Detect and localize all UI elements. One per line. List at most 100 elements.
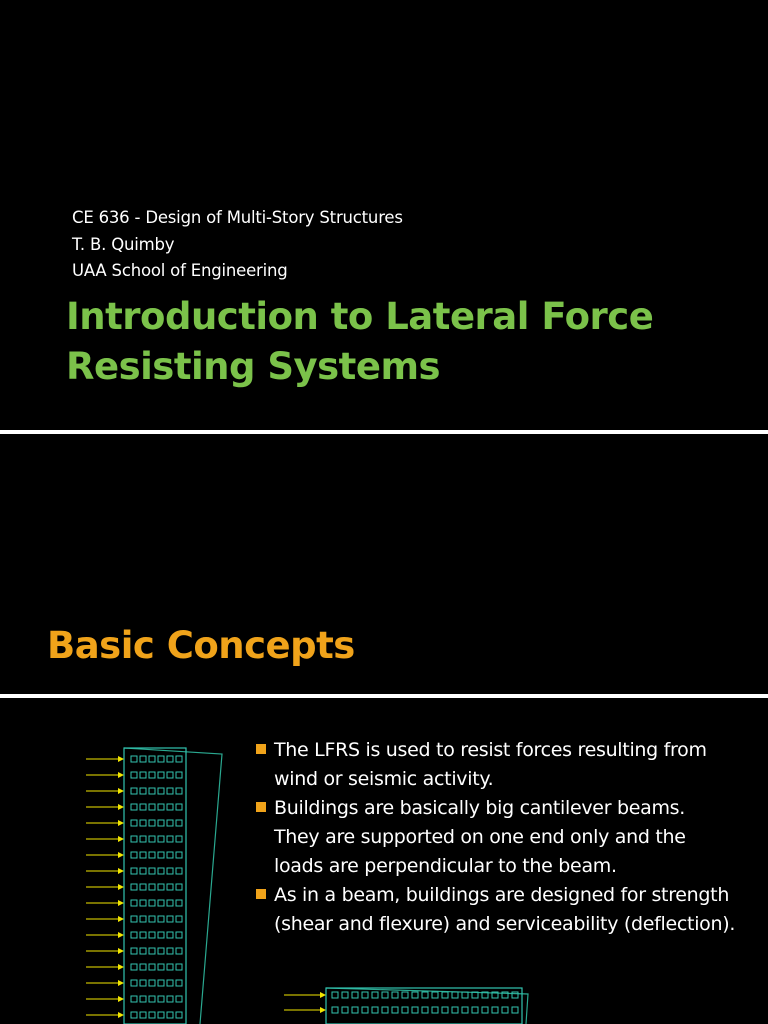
window bbox=[451, 991, 459, 999]
arrow-icon bbox=[118, 804, 124, 810]
window bbox=[148, 995, 156, 1003]
window bbox=[130, 851, 138, 859]
window bbox=[130, 883, 138, 891]
slide-divider bbox=[0, 430, 768, 434]
window bbox=[166, 915, 174, 923]
window bbox=[166, 899, 174, 907]
presentation-title: Introduction to Lateral Force Resisting … bbox=[66, 292, 654, 392]
arrow-icon bbox=[118, 932, 124, 938]
bullet-list: The LFRS is used to resist forces result… bbox=[256, 736, 736, 939]
arrow-icon bbox=[118, 916, 124, 922]
window bbox=[139, 947, 147, 955]
course-info: CE 636 - Design of Multi-Story Structure… bbox=[72, 205, 403, 285]
window bbox=[411, 991, 419, 999]
window bbox=[175, 899, 183, 907]
window bbox=[471, 1006, 479, 1014]
window bbox=[139, 915, 147, 923]
author-name: T. B. Quimby bbox=[72, 234, 175, 254]
bullet-text: As in a beam, buildings are designed for… bbox=[274, 884, 736, 935]
window bbox=[157, 867, 165, 875]
bullet-item: Buildings are basically big cantilever b… bbox=[256, 794, 736, 881]
window bbox=[391, 1006, 399, 1014]
window bbox=[411, 1006, 419, 1014]
window bbox=[175, 979, 183, 987]
window bbox=[175, 803, 183, 811]
window bbox=[130, 787, 138, 795]
window bbox=[130, 947, 138, 955]
window bbox=[381, 991, 389, 999]
window bbox=[166, 867, 174, 875]
window bbox=[166, 851, 174, 859]
window bbox=[130, 867, 138, 875]
title-line-1: Introduction to Lateral Force bbox=[66, 295, 654, 338]
window bbox=[130, 995, 138, 1003]
window bbox=[511, 991, 519, 999]
window bbox=[148, 867, 156, 875]
arrow-icon bbox=[118, 884, 124, 890]
window bbox=[139, 819, 147, 827]
window bbox=[148, 1011, 156, 1019]
content-slide: The LFRS is used to resist forces result… bbox=[0, 698, 768, 1024]
window bbox=[157, 995, 165, 1003]
window bbox=[175, 947, 183, 955]
window bbox=[139, 867, 147, 875]
window bbox=[130, 803, 138, 811]
window bbox=[166, 963, 174, 971]
window bbox=[157, 771, 165, 779]
window bbox=[157, 755, 165, 763]
window bbox=[175, 995, 183, 1003]
bullet-text: The LFRS is used to resist forces result… bbox=[274, 739, 707, 790]
bullet-text: Buildings are basically big cantilever b… bbox=[274, 797, 686, 877]
window bbox=[175, 755, 183, 763]
slide-divider bbox=[0, 694, 768, 698]
window bbox=[361, 991, 369, 999]
window bbox=[157, 979, 165, 987]
window bbox=[157, 851, 165, 859]
deflected-shape-outline bbox=[325, 987, 529, 1024]
window bbox=[130, 979, 138, 987]
window bbox=[331, 991, 339, 999]
bullet-item: The LFRS is used to resist forces result… bbox=[256, 736, 736, 794]
window bbox=[451, 1006, 459, 1014]
window bbox=[371, 991, 379, 999]
window bbox=[331, 1006, 339, 1014]
window bbox=[130, 819, 138, 827]
window bbox=[166, 803, 174, 811]
window bbox=[341, 1006, 349, 1014]
arrow-icon bbox=[118, 836, 124, 842]
window bbox=[461, 1006, 469, 1014]
window bbox=[148, 803, 156, 811]
window bbox=[148, 835, 156, 843]
arrow-icon bbox=[118, 788, 124, 794]
arrow-icon bbox=[118, 868, 124, 874]
window bbox=[401, 1006, 409, 1014]
window bbox=[166, 755, 174, 763]
window bbox=[175, 867, 183, 875]
window bbox=[148, 899, 156, 907]
wide-building-figure bbox=[284, 987, 529, 1024]
square-bullet-icon bbox=[256, 889, 266, 899]
window bbox=[431, 991, 439, 999]
arrow-icon bbox=[320, 992, 326, 998]
window bbox=[130, 771, 138, 779]
window bbox=[175, 1011, 183, 1019]
window bbox=[148, 979, 156, 987]
window bbox=[481, 1006, 489, 1014]
window bbox=[175, 851, 183, 859]
window bbox=[175, 915, 183, 923]
window bbox=[139, 931, 147, 939]
window bbox=[157, 931, 165, 939]
arrow-icon bbox=[118, 756, 124, 762]
course-name: CE 636 - Design of Multi-Story Structure… bbox=[72, 208, 403, 227]
window bbox=[130, 915, 138, 923]
building-outline bbox=[325, 987, 523, 1024]
window bbox=[148, 915, 156, 923]
square-bullet-icon bbox=[256, 802, 266, 812]
window bbox=[491, 991, 499, 999]
window bbox=[157, 915, 165, 923]
tall-building-figure bbox=[86, 747, 223, 1024]
building-diagram bbox=[86, 747, 529, 1024]
title-line-2: Resisting Systems bbox=[66, 345, 441, 388]
window bbox=[166, 995, 174, 1003]
window bbox=[130, 1011, 138, 1019]
